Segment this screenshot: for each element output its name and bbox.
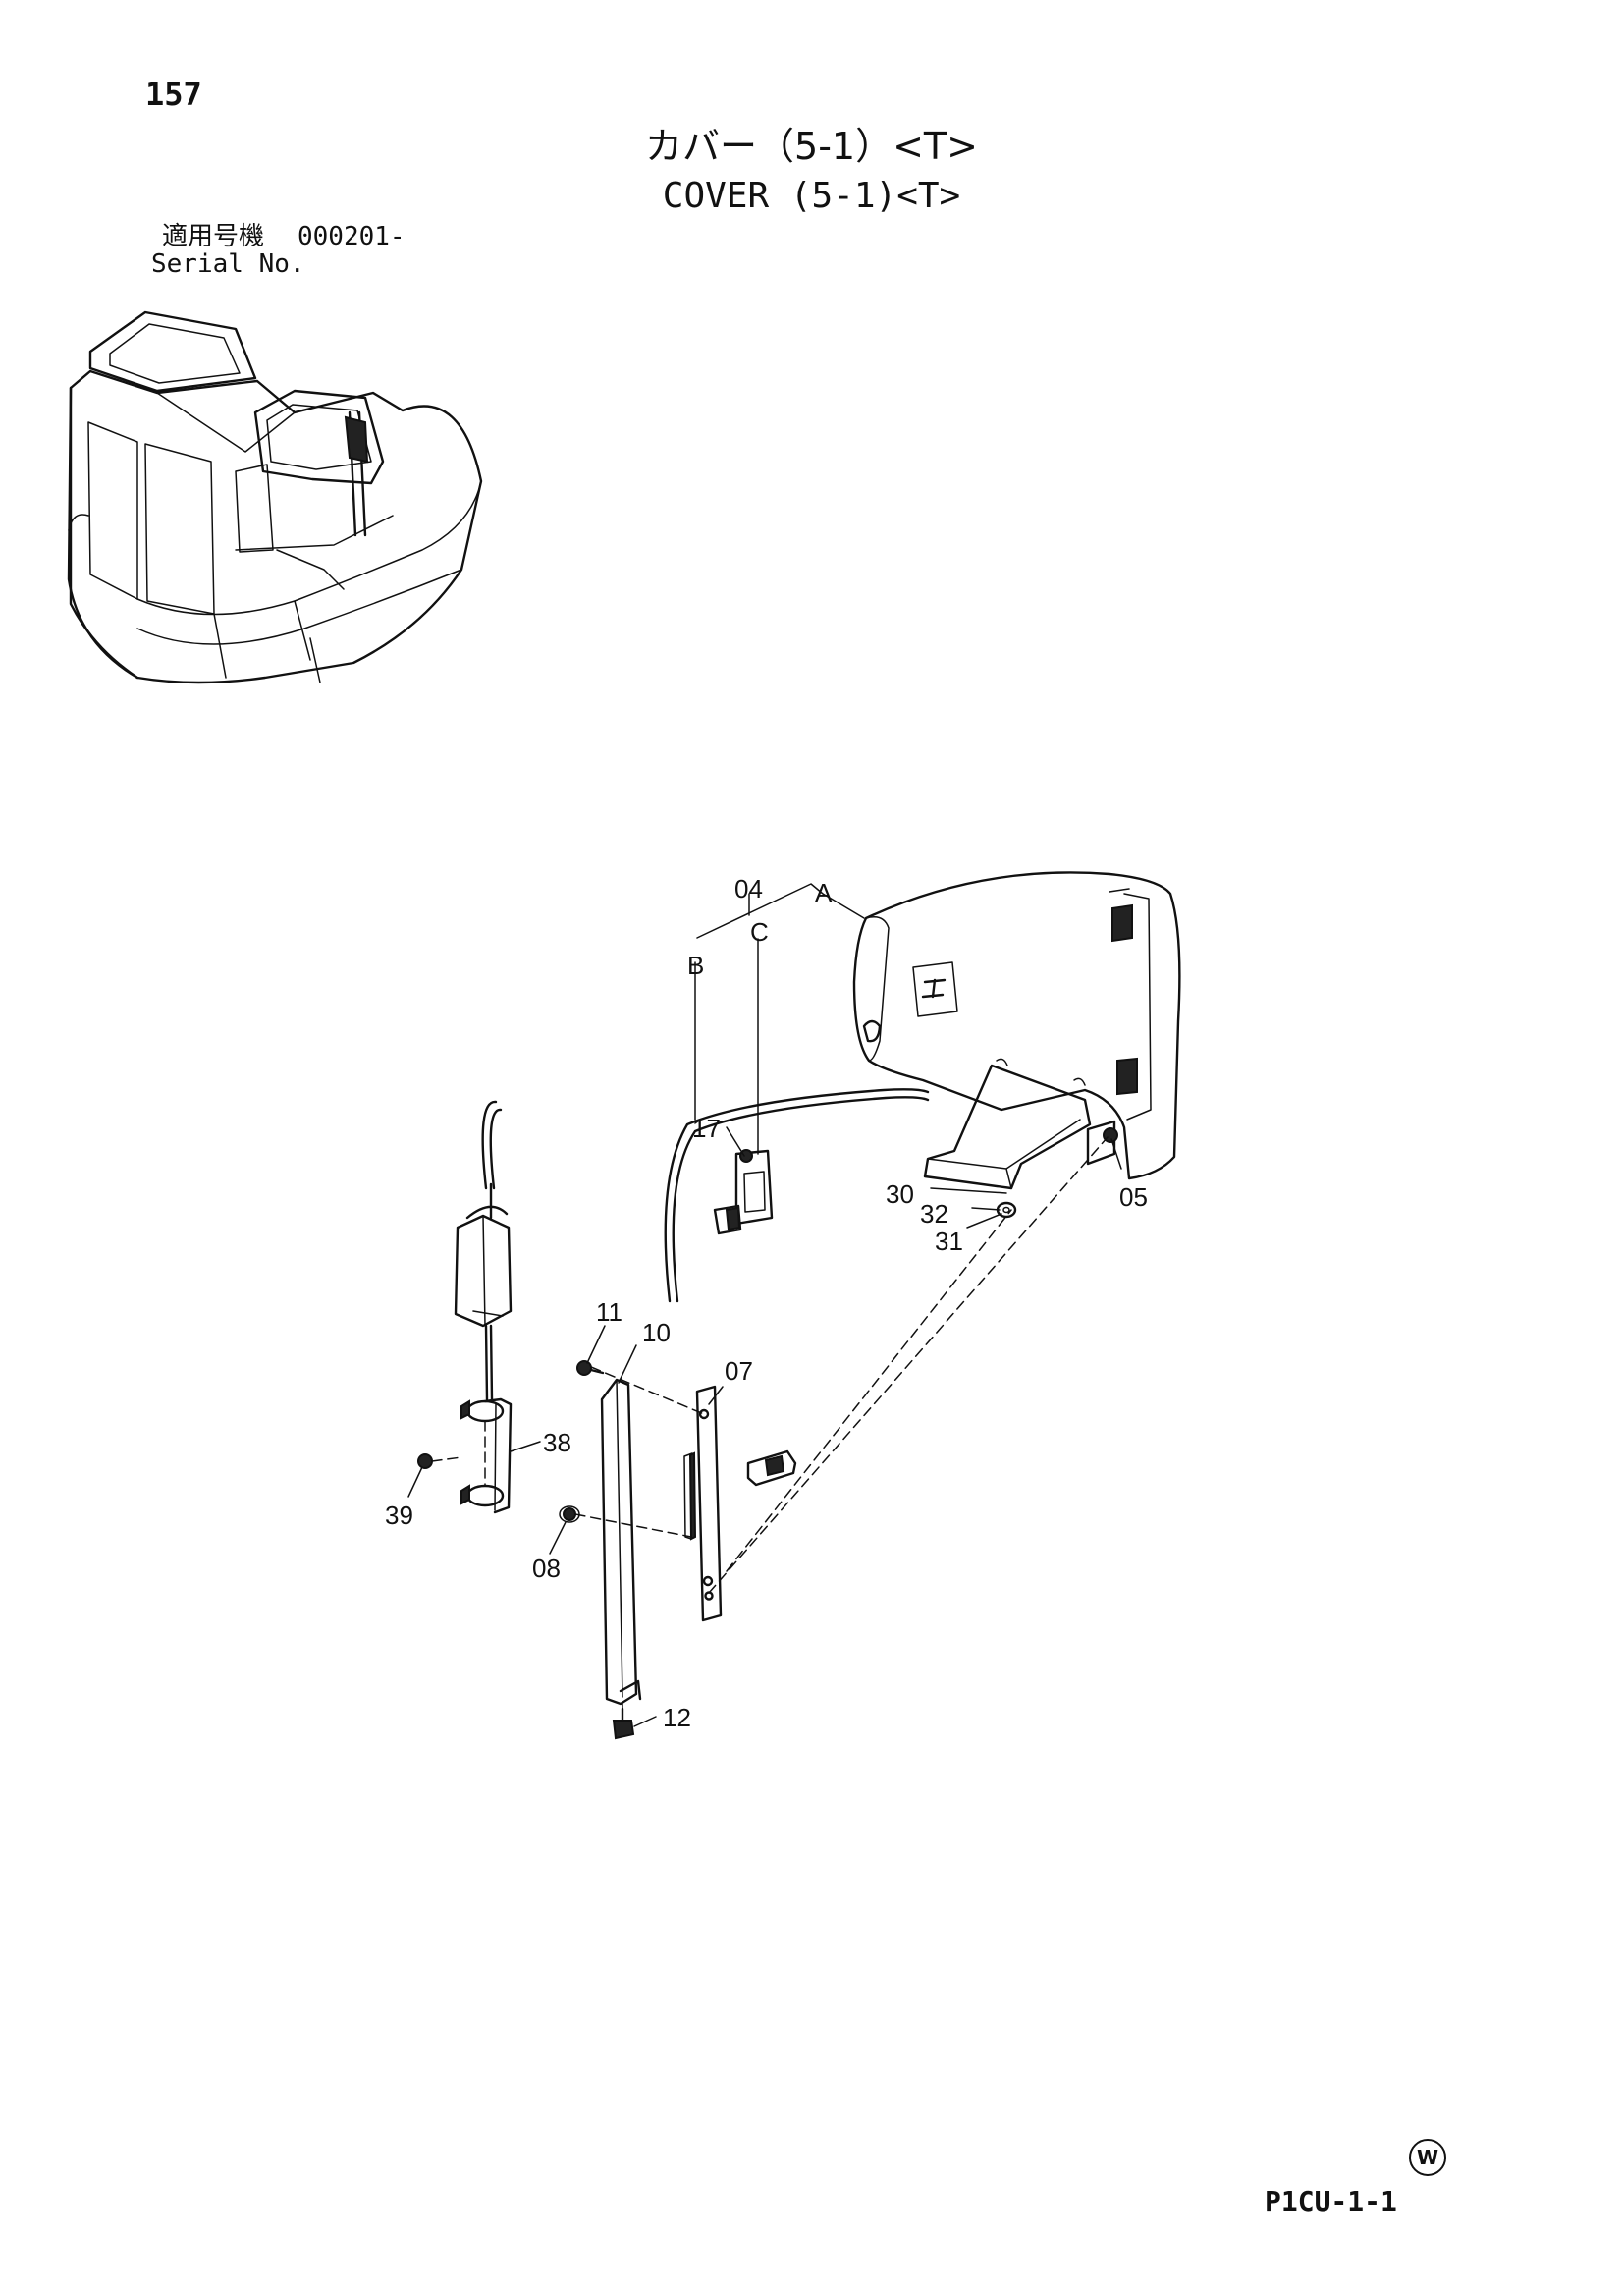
serial-label-english: Serial No.: [151, 249, 305, 279]
callout-10: 10: [642, 1318, 671, 1347]
bolt-05: [1086, 1120, 1118, 1166]
callout-B: B: [687, 951, 704, 980]
striker: [746, 1449, 797, 1487]
bolt-11: [576, 1360, 605, 1376]
drawing-code: P1CU-1-1: [1265, 2185, 1397, 2217]
watermark-stamp: W: [1409, 2139, 1446, 2176]
callout-C: C: [750, 917, 769, 947]
callout-04: 04: [734, 874, 763, 903]
callout-A: A: [815, 878, 833, 907]
bolt-08: [559, 1505, 580, 1523]
bolt-39: [417, 1453, 433, 1469]
bracket-30: [923, 1064, 1092, 1190]
callout-07: 07: [725, 1356, 753, 1386]
callout-39: 39: [385, 1501, 413, 1530]
cab-overview-illustration: [67, 310, 483, 684]
leader-lines: [407, 883, 1122, 1727]
callout-31: 31: [935, 1227, 963, 1256]
serial-value: 000201-: [298, 222, 406, 251]
serial-label-japanese: 適用号機: [162, 222, 265, 251]
cover-panel-A: [852, 871, 1181, 1180]
callout-32: 32: [920, 1199, 948, 1229]
latch-04: [713, 1149, 774, 1235]
callout-17: 17: [692, 1114, 721, 1143]
page-number: 157: [145, 76, 202, 113]
title-japanese: カバー（5-1）<T>: [645, 125, 978, 168]
bolt-12: [612, 1707, 635, 1740]
callout-11: 11: [596, 1297, 622, 1327]
gas-spring: [454, 1100, 513, 1401]
callout-05: 05: [1119, 1182, 1148, 1212]
bracket-10: [600, 1378, 642, 1706]
bracket-38: [460, 1397, 513, 1514]
callout-12: 12: [663, 1703, 691, 1732]
callout-30: 30: [886, 1179, 914, 1209]
title-english: COVER (5-1)<T>: [662, 176, 961, 216]
callout-38: 38: [543, 1428, 571, 1457]
callout-08: 08: [532, 1554, 561, 1583]
assembly-lines: [431, 1136, 1109, 1715]
seal-strip-B: [664, 1088, 930, 1303]
